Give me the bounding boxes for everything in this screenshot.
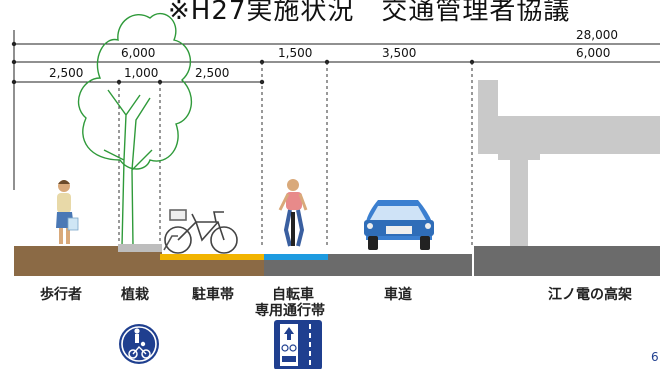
- dim-sidewalk-total: 6,000: [121, 46, 156, 60]
- dim-parking: 2,500: [195, 66, 230, 80]
- dashed-guides: [118, 62, 473, 245]
- dim-sidewalk: 2,500: [49, 66, 84, 80]
- bike-lane-marking: [264, 254, 328, 260]
- label-parking: 駐車帯: [192, 287, 234, 303]
- pedestrian-figure: [56, 180, 79, 244]
- label-bike-lane-2: 専用通行帯: [255, 303, 325, 319]
- car-illustration: [364, 200, 434, 250]
- dim-total: 28,000: [576, 28, 618, 42]
- pedestrian-bicycle-sign-icon: [119, 324, 159, 364]
- parking-marking: [160, 254, 264, 260]
- label-railway: 江ノ電の高架: [548, 287, 632, 303]
- dim-roadway: 3,500: [382, 46, 417, 60]
- tree-illustration: [77, 12, 193, 247]
- label-roadway: 車道: [384, 287, 412, 303]
- parking-ground: [160, 260, 264, 276]
- bike-lane-ground: [264, 260, 328, 276]
- planting-ground: [118, 252, 162, 276]
- cyclist-figure: [278, 179, 308, 247]
- roadway-ground: [328, 254, 472, 276]
- planting-strip: [118, 244, 162, 252]
- dim-viaduct-total: 6,000: [576, 46, 611, 60]
- sidewalk-ground: [14, 246, 120, 276]
- bicycle-lane-sign-icon: [274, 320, 322, 369]
- label-bike-lane-1: 自転車: [272, 287, 314, 303]
- dimension-lines: [13, 30, 660, 190]
- viaduct-ground: [474, 246, 660, 276]
- viaduct: [478, 80, 660, 248]
- label-sidewalk: 歩行者: [40, 287, 82, 303]
- dim-bike-lane: 1,500: [278, 46, 313, 60]
- dim-planting: 1,000: [124, 66, 159, 80]
- page-title: ※H27実施状況 交通管理者協議: [168, 0, 571, 26]
- page-number: 6: [651, 350, 659, 364]
- parked-bicycle: [163, 209, 238, 254]
- label-planting: 植栽: [121, 287, 149, 303]
